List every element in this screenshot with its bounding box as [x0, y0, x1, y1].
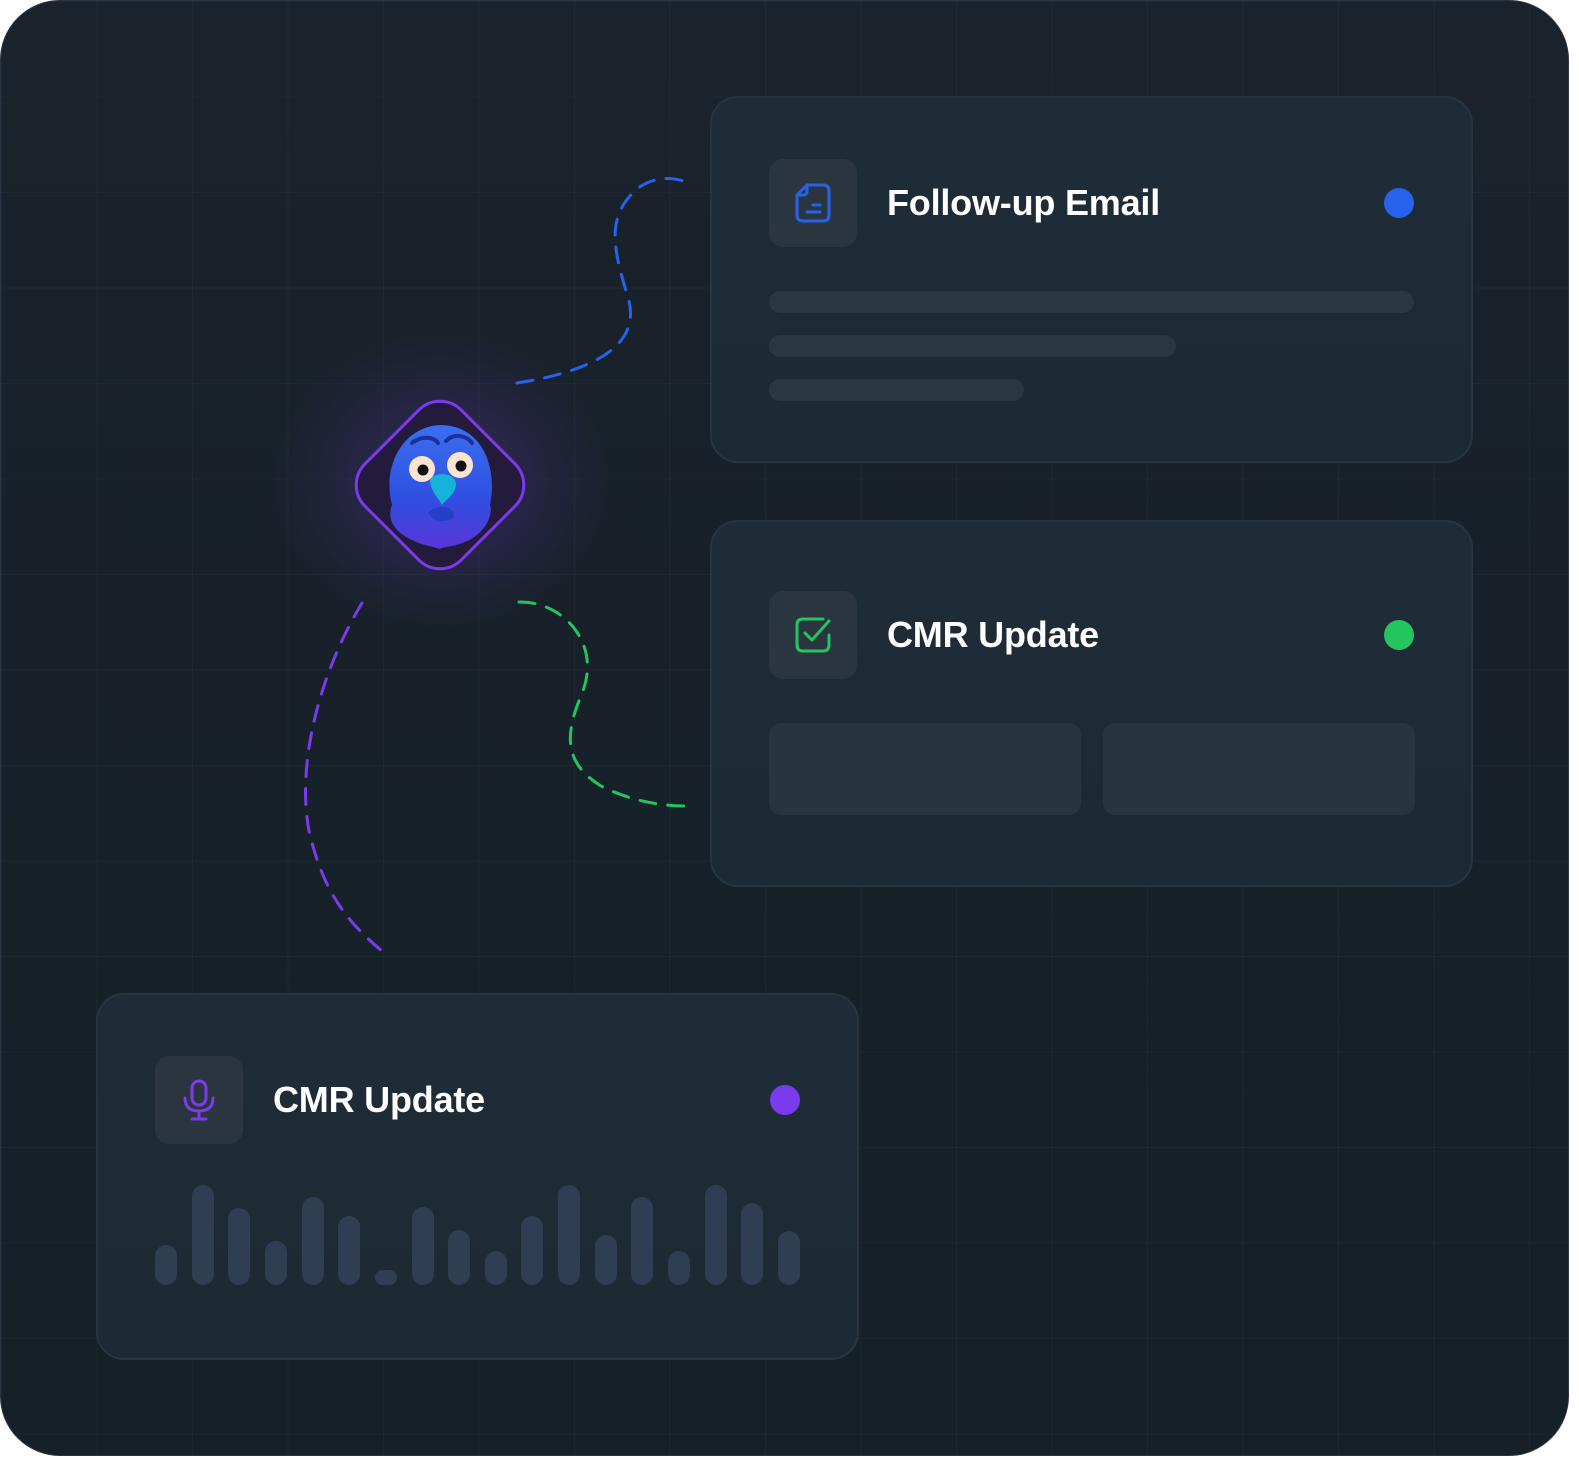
audio-waveform [155, 1185, 800, 1285]
waveform-bar [521, 1216, 544, 1285]
waveform-bar [228, 1208, 251, 1285]
waveform-bar [631, 1197, 654, 1285]
voice-update-card[interactable]: CMR Update [96, 993, 859, 1360]
card-title: CMR Update [887, 614, 1099, 655]
waveform-bar [668, 1251, 691, 1285]
status-dot [1384, 620, 1414, 650]
skeleton-line [769, 379, 1024, 401]
follow-up-email-card[interactable]: Follow-up Email [710, 96, 1473, 463]
connector-email [515, 176, 685, 385]
card-header: CMR Update [769, 591, 1414, 679]
waveform-bar [411, 1207, 434, 1285]
crm-update-card[interactable]: CMR Update [710, 520, 1473, 887]
status-dot [1384, 188, 1414, 218]
checkbox-icon [795, 617, 831, 653]
connector-voice [304, 601, 384, 953]
skeleton-block [1103, 723, 1415, 815]
card-header: Follow-up Email [769, 159, 1414, 247]
waveform-bar [484, 1251, 507, 1285]
document-icon [795, 183, 831, 223]
connector-crm [517, 600, 688, 808]
icon-box [769, 591, 857, 679]
waveform-bar [704, 1185, 727, 1285]
status-dot [770, 1085, 800, 1115]
skeleton-line [769, 335, 1176, 357]
skeleton-block [769, 723, 1081, 815]
icon-box [769, 159, 857, 247]
waveform-bar [338, 1216, 361, 1285]
waveform-bar [264, 1241, 287, 1285]
card-title: CMR Update [273, 1079, 485, 1120]
waveform-bar [741, 1203, 764, 1285]
waveform-bar [448, 1230, 471, 1285]
card-header: CMR Update [155, 1056, 800, 1144]
agent-node[interactable] [342, 387, 538, 583]
waveform-bar [191, 1185, 214, 1285]
waveform-bar [301, 1197, 324, 1285]
parrot-mascot-icon [389, 425, 492, 549]
waveform-bar [155, 1245, 177, 1285]
icon-box [155, 1056, 243, 1144]
skeleton-line [769, 291, 1414, 313]
card-title: Follow-up Email [887, 182, 1160, 223]
waveform-bar [374, 1270, 397, 1285]
waveform-bar [778, 1231, 800, 1285]
waveform-bar [594, 1235, 617, 1285]
microphone-icon [183, 1079, 215, 1121]
waveform-bar [558, 1185, 581, 1285]
